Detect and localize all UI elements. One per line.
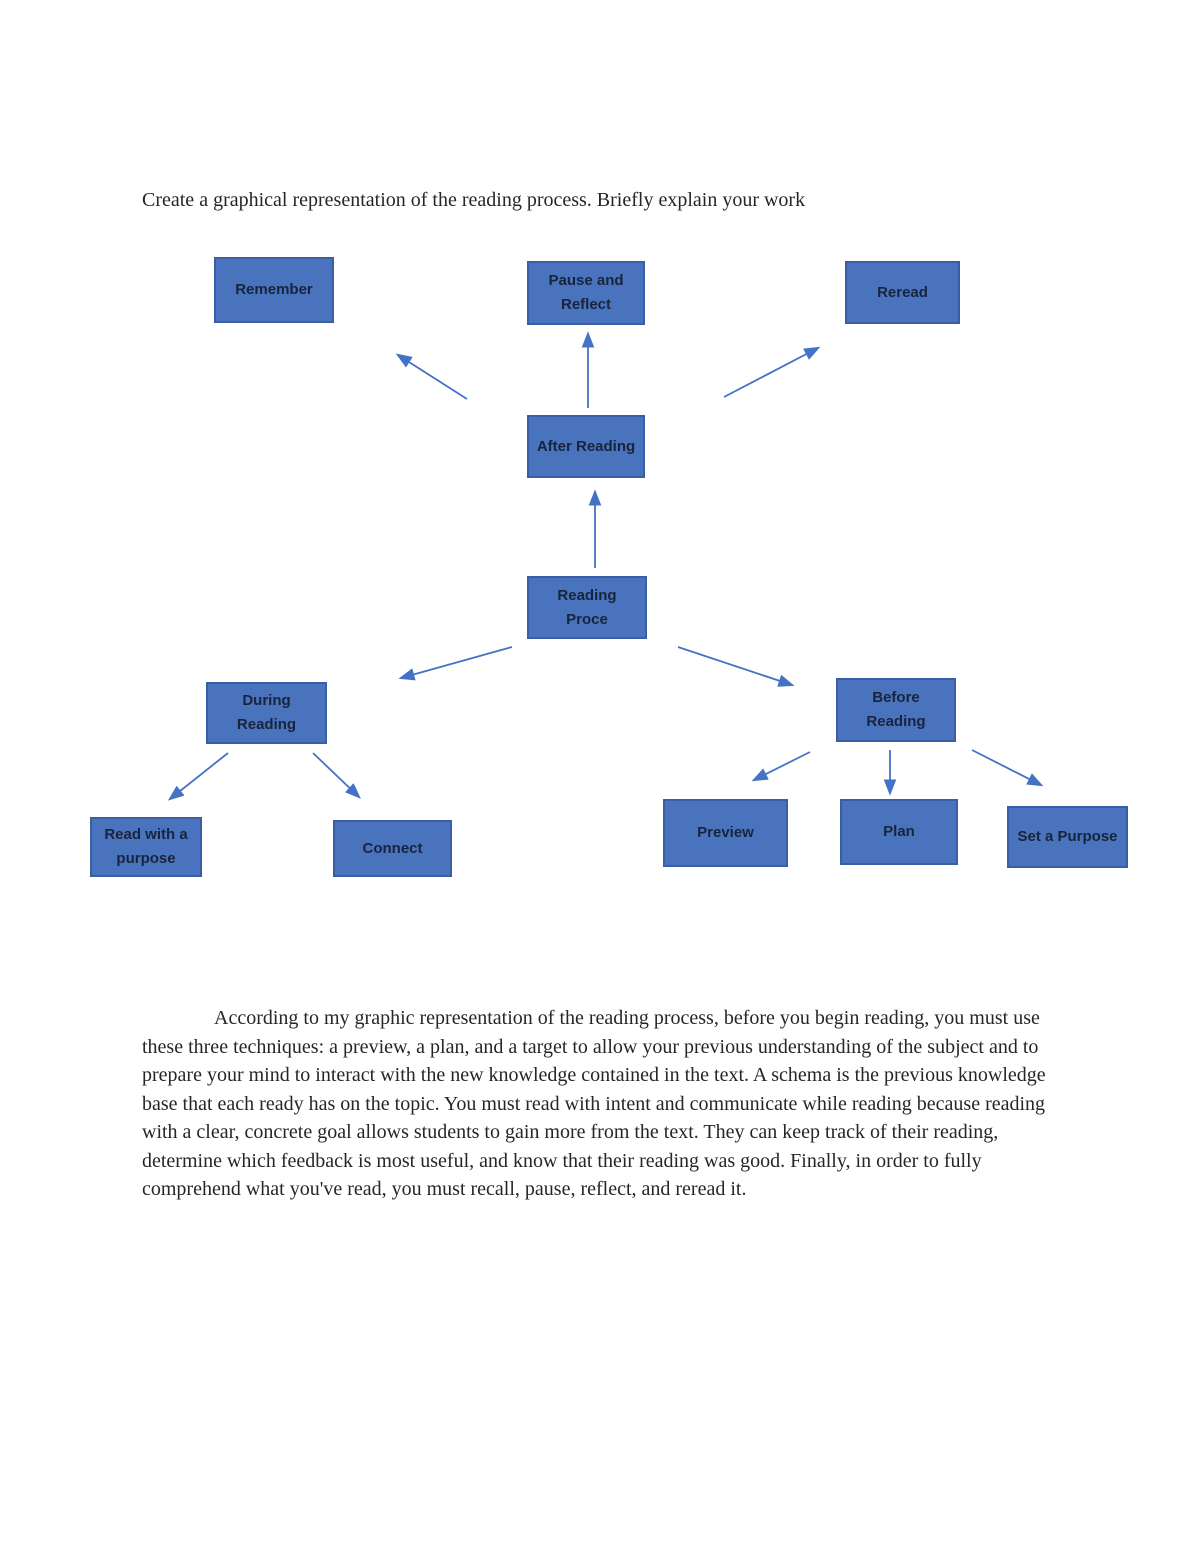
node-read-with-a-purpose: Read with a purpose <box>90 817 202 877</box>
arrow-before-reading-to-set-a-purpose <box>971 749 1044 787</box>
reading-process-diagram: Remember Pause and Reflect Reread After … <box>90 257 1128 877</box>
node-pause-and-reflect: Pause and Reflect <box>527 261 645 325</box>
arrow-reading-proce-to-before-reading <box>677 646 795 687</box>
arrow-reading-proce-to-during-reading <box>398 646 513 681</box>
explanation-paragraph: According to my graphic representation o… <box>142 1007 1046 1200</box>
node-connect: Connect <box>333 820 452 877</box>
arrow-during-reading-to-connect <box>312 752 361 799</box>
node-reading-proce: Reading Proce <box>527 576 647 639</box>
page-title: Create a graphical representation of the… <box>142 189 806 211</box>
node-after-reading: After Reading <box>527 415 645 478</box>
arrow-after-reading-to-remember <box>395 353 468 400</box>
arrow-before-reading-to-preview <box>751 751 811 782</box>
node-preview: Preview <box>663 799 788 867</box>
node-plan: Plan <box>840 799 958 865</box>
arrow-during-reading-to-read-with-a-purpose <box>167 752 229 801</box>
node-set-a-purpose: Set a Purpose <box>1007 806 1128 868</box>
node-remember: Remember <box>214 257 334 323</box>
node-reread: Reread <box>845 261 960 324</box>
node-before-reading: Before Reading <box>836 678 956 742</box>
node-during-reading: During Reading <box>206 682 327 744</box>
arrow-after-reading-to-reread <box>723 346 821 398</box>
